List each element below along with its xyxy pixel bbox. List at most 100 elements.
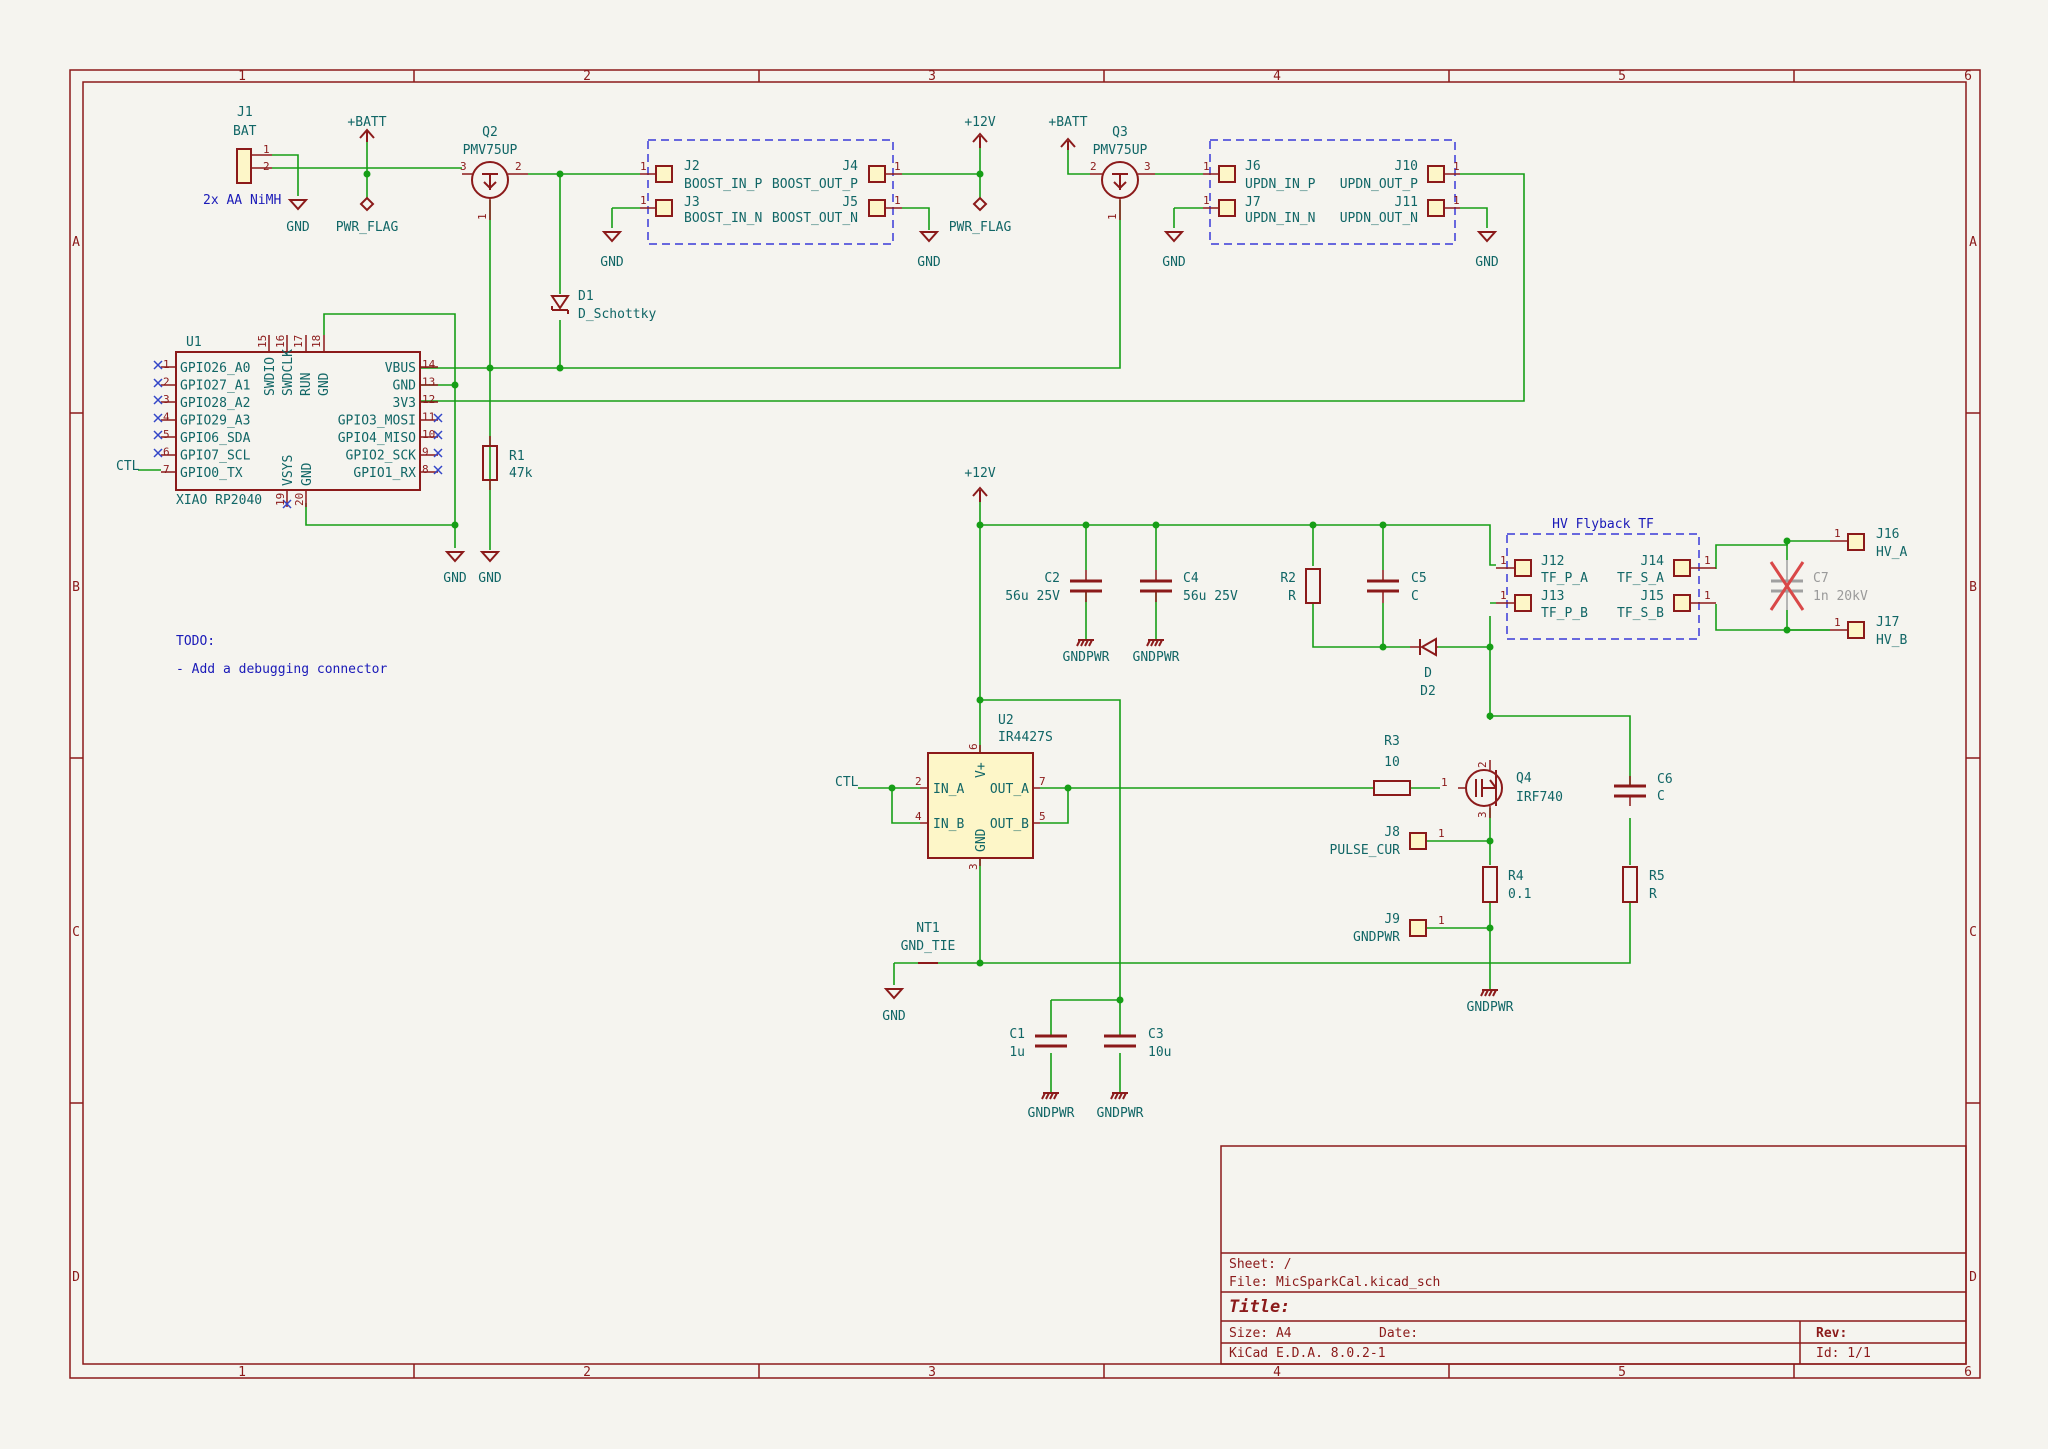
c7-value: 1n 20kV: [1813, 589, 1868, 604]
r2-ref: R2: [1280, 571, 1296, 586]
gnd-label-j5: GND: [917, 255, 941, 270]
u2-pin-gnd: GND: [974, 828, 989, 852]
ctl-net-label-u1: CTL: [116, 459, 140, 474]
r1-value: 47k: [509, 466, 533, 481]
u1-pin-name-top: RUN: [299, 373, 314, 396]
u1-pin-num-right: 8: [422, 463, 429, 476]
col-label-1t: 1: [238, 69, 246, 84]
gnd-label-j1: GND: [286, 220, 310, 235]
u1-pin-num-left: 4: [163, 411, 170, 424]
c4-value: 56u 25V: [1183, 589, 1238, 604]
tb-rev: Rev:: [1816, 1326, 1847, 1341]
c7-capacitor-dnp: C7 1n 20kV: [1769, 560, 1868, 611]
svg-text:2: 2: [1090, 160, 1097, 173]
svg-text:1: 1: [476, 213, 489, 220]
hv-flyback-module: HV Flyback TF 11 11 J12 TF_P_A J13 TF_P_…: [1496, 517, 1716, 640]
col-label-3t: 3: [928, 69, 936, 84]
j17-value: HV_B: [1876, 633, 1907, 648]
c2-capacitor: C2 56u 25V: [1005, 570, 1102, 604]
j11-value: UPDN_OUT_N: [1340, 211, 1418, 226]
u2-value: IR4427S: [998, 730, 1053, 745]
j7-ref: J7: [1245, 195, 1261, 210]
col-label-2t: 2: [583, 69, 591, 84]
row-label-d-r: D: [1969, 1270, 1977, 1285]
pwr-flag-label-2: PWR_FLAG: [949, 220, 1012, 235]
j12-value: TF_P_A: [1541, 571, 1588, 586]
c6-value: C: [1657, 789, 1665, 804]
u1-pin-name-right: GND: [393, 379, 417, 394]
u2-pin-out-a: OUT_A: [990, 782, 1029, 797]
row-label-b-l: B: [72, 580, 80, 595]
gndpwr-label-c1: GNDPWR: [1028, 1106, 1075, 1121]
u1-xiao: U1 XIAO RP2040 GPIO26_A01GPIO27_A12GPIO2…: [116, 335, 443, 509]
row-label-a-l: A: [72, 235, 80, 250]
u1-pin-name-top: GND: [317, 372, 332, 396]
svg-text:3: 3: [1476, 811, 1489, 818]
svg-text:1: 1: [640, 194, 647, 207]
u1-pin-name-right: VBUS: [385, 361, 416, 376]
svg-text:1: 1: [640, 160, 647, 173]
c6-capacitor: C6 C: [1614, 772, 1673, 806]
updn-module: 11 11 J6 UPDN_IN_P J7 UPDN_IN_N J10 UPDN…: [1203, 139, 1460, 245]
q2-value: PMV75UP: [463, 143, 518, 158]
junctions: [363, 170, 1791, 1004]
q4-value: IRF740: [1516, 790, 1563, 805]
r1-resistor: R1 47k: [482, 436, 533, 490]
u2-pinnum-7: 7: [1039, 775, 1046, 788]
q3-ref: Q3: [1112, 125, 1128, 140]
c4-ref: C4: [1183, 571, 1199, 586]
u2-gate-driver: U2 IR4427S IN_A IN_B OUT_A OUT_B V+ GND …: [835, 713, 1053, 870]
j6-ref: J6: [1245, 159, 1261, 174]
svg-text:1: 1: [1704, 589, 1711, 602]
tb-tool: KiCad E.D.A. 8.0.2-1: [1229, 1346, 1386, 1361]
j3-value: BOOST_IN_N: [684, 211, 762, 226]
u2-pinnum-4: 4: [915, 810, 922, 823]
u1-ref: U1: [186, 335, 202, 350]
u1-pin-name-left: GPIO7_SCL: [180, 449, 251, 464]
r5-ref: R5: [1649, 869, 1665, 884]
j5-value: BOOST_OUT_N: [772, 211, 858, 226]
u2-pinnum-5: 5: [1039, 810, 1046, 823]
r5-resistor: R5 R: [1622, 866, 1665, 903]
j16-connector: 1 J16 HV_A: [1830, 527, 1907, 560]
u1-pin-num-left: 1: [163, 358, 170, 371]
j15-value: TF_S_B: [1617, 606, 1664, 621]
j12-ref: J12: [1541, 554, 1564, 569]
pwr-flag-label-1: PWR_FLAG: [336, 220, 399, 235]
d1-diode: D1 D_Schottky: [550, 289, 656, 322]
r4-value: 0.1: [1508, 887, 1531, 902]
r2-value: R: [1288, 589, 1296, 604]
svg-text:1: 1: [1106, 213, 1119, 220]
u1-pin-name-left: GPIO27_A1: [180, 379, 250, 394]
ctl-net-label-u2: CTL: [835, 775, 859, 790]
u1-pin-num-right: 11: [422, 411, 435, 424]
u2-pinnum-3: 3: [967, 863, 980, 870]
u1-pin-num-left: 2: [163, 376, 170, 389]
drawing-frame: 1 2 3 4 5 6 1 2 3 4 5 6 A B C D A B C D: [69, 69, 1981, 1380]
svg-text:2: 2: [515, 160, 522, 173]
j11-ref: J11: [1395, 195, 1418, 210]
j1-note: 2x AA NiMH: [203, 193, 281, 208]
gndpwr-label-q4: GNDPWR: [1467, 1000, 1514, 1015]
svg-text:1: 1: [1438, 914, 1445, 927]
svg-text:1: 1: [1704, 554, 1711, 567]
col-label-6t: 6: [1964, 69, 1972, 84]
u2-pinnum-6: 6: [967, 743, 980, 750]
c1-capacitor: C1 1u: [1009, 1027, 1067, 1060]
c5-value: C: [1411, 589, 1419, 604]
j9-ref: J9: [1384, 912, 1400, 927]
row-label-d-l: D: [72, 1270, 80, 1285]
j14-value: TF_S_A: [1617, 571, 1664, 586]
svg-text:1: 1: [1453, 194, 1460, 207]
c7-ref: C7: [1813, 571, 1829, 586]
gndpwr-label-c4: GNDPWR: [1133, 650, 1180, 665]
col-label-5t: 5: [1618, 69, 1626, 84]
c4-capacitor: C4 56u 25V: [1140, 570, 1238, 604]
v12-label-1: +12V: [964, 115, 995, 130]
j1-connector: 1 2 J1 BAT 2x AA NiMH: [203, 105, 281, 208]
u1-pin-num-left: 7: [163, 463, 170, 476]
j13-value: TF_P_B: [1541, 606, 1588, 621]
j9-value: GNDPWR: [1353, 930, 1400, 945]
